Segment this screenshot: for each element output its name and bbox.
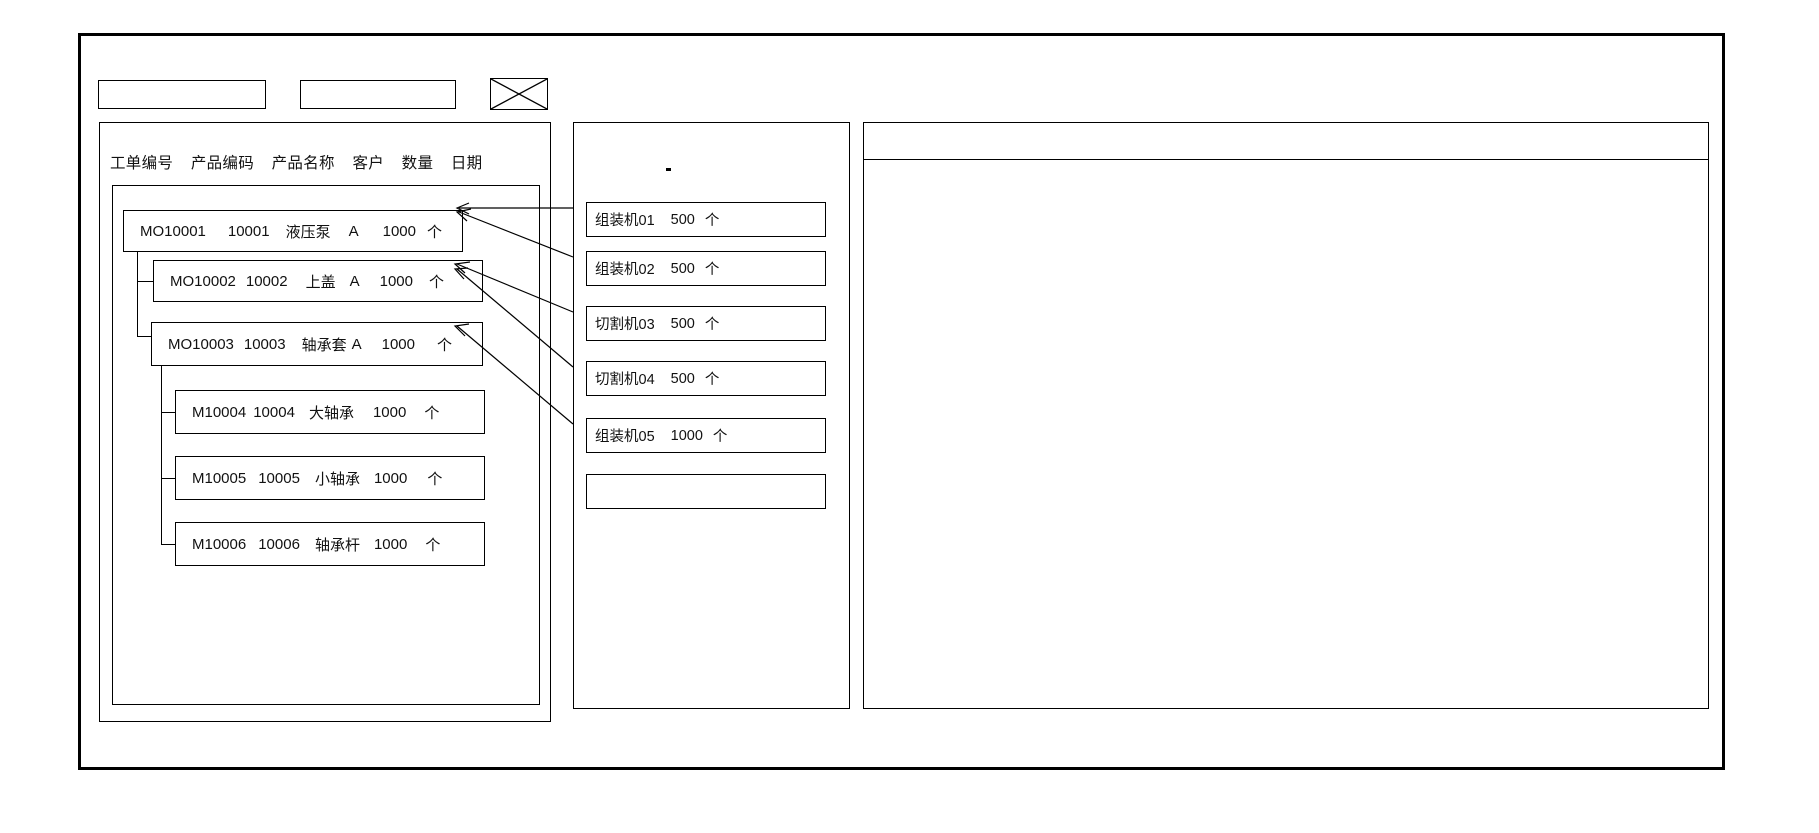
machine-unit: 个 [704, 317, 720, 333]
machine-name: 组装机05 [595, 429, 655, 445]
machine-row[interactable]: 组装机05 1000 个 [586, 418, 826, 453]
work-order-row[interactable]: MO10001 10001 液压泵 A 1000 个 [123, 210, 463, 252]
cell-customer: A [348, 222, 359, 240]
cell-order-no: MO10001 [140, 222, 206, 240]
cell-product-code: 10004 [253, 403, 295, 421]
machine-qty: 500 [670, 315, 695, 332]
work-order-tree: MO10001 10001 液压泵 A 1000 个 MO10002 10002… [112, 185, 540, 705]
cell-product-name: 大轴承 [308, 404, 354, 422]
machine-qty: 500 [670, 211, 695, 228]
cell-qty: 1000 [373, 535, 408, 553]
cell-order-no: M10005 [192, 469, 247, 487]
cell-unit: 个 [429, 273, 445, 291]
column-header-qty: 数量 [401, 155, 434, 172]
schedule-detail-panel [863, 122, 1709, 709]
machine-name: 切割机03 [595, 317, 655, 333]
machine-unit: 个 [704, 372, 720, 388]
tree-connector-line [161, 366, 163, 545]
toolbar-field-1[interactable] [98, 79, 266, 109]
cell-qty: 1000 [381, 335, 415, 353]
machine-row[interactable]: 切割机04 500 个 [586, 361, 826, 396]
tree-connector-line [161, 544, 176, 546]
cell-qty: 1000 [379, 272, 413, 290]
column-header-product-name: 产品名称 [271, 155, 335, 172]
cell-unit: 个 [427, 470, 443, 488]
cell-order-no: M10004 [192, 403, 247, 421]
tree-connector-line [161, 478, 176, 480]
cell-product-name: 小轴承 [314, 470, 360, 488]
column-header-order-no: 工单编号 [110, 155, 174, 172]
machine-unit: 个 [712, 429, 728, 445]
cell-qty: 1000 [382, 222, 416, 240]
panel-marker-dot [666, 168, 671, 171]
machine-qty: 500 [670, 370, 695, 387]
machine-unit: 个 [704, 213, 720, 229]
work-order-row[interactable]: M10004 10004 大轴承 1000 个 [175, 390, 485, 434]
cell-product-name: 轴承杆 [314, 536, 360, 554]
cell-unit: 个 [437, 336, 453, 354]
cell-product-name: 上盖 [305, 273, 336, 291]
work-order-panel: 工单编号 产品编码 产品名称 客户 数量 日期 MO10001 10001 液压… [99, 122, 551, 722]
machine-row-empty[interactable] [586, 474, 826, 509]
work-order-column-headers: 工单编号 产品编码 产品名称 客户 数量 日期 [110, 151, 482, 173]
cell-product-code: 10003 [243, 335, 286, 353]
cell-customer: A [351, 335, 362, 353]
cell-order-no: M10006 [192, 535, 247, 553]
cell-order-no: MO10003 [168, 335, 234, 353]
machine-row[interactable]: 切割机03 500 个 [586, 306, 826, 341]
cell-product-code: 10006 [258, 535, 300, 553]
machine-unit: 个 [704, 262, 720, 278]
work-order-row[interactable]: MO10002 10002 上盖 A 1000 个 [153, 260, 483, 302]
machine-qty: 500 [670, 260, 695, 277]
work-order-row[interactable]: MO10003 10003 轴承套 A 1000 个 [151, 322, 483, 366]
tree-connector-line [137, 336, 152, 338]
cell-product-code: 10002 [245, 272, 288, 290]
work-order-row[interactable]: M10006 10006 轴承杆 1000 个 [175, 522, 485, 566]
cell-customer: A [349, 272, 360, 290]
toolbar-field-2[interactable] [300, 79, 456, 109]
schedule-detail-header [864, 123, 1708, 160]
toolbar [98, 78, 548, 110]
cell-unit: 个 [425, 536, 441, 554]
cell-product-code: 10001 [227, 222, 270, 240]
column-header-customer: 客户 [352, 155, 385, 172]
tree-connector-line [137, 281, 154, 283]
column-header-date: 日期 [450, 155, 483, 172]
cell-order-no: MO10002 [170, 272, 236, 290]
tree-connector-line [161, 412, 176, 414]
machine-name: 切割机04 [595, 372, 655, 388]
cell-product-name: 轴承套 [301, 336, 347, 354]
cell-product-code: 10005 [258, 469, 300, 487]
schedule-detail-body [864, 160, 1708, 708]
column-header-product-code: 产品编码 [190, 155, 255, 172]
cell-qty: 1000 [372, 403, 407, 421]
machine-qty: 1000 [670, 427, 703, 444]
cell-product-name: 液压泵 [285, 223, 331, 241]
cell-qty: 1000 [373, 469, 408, 487]
machine-name: 组装机02 [595, 262, 655, 278]
machine-allocation-panel: 组装机01 500 个 组装机02 500 个 切割机03 500 个 切割机0… [573, 122, 850, 709]
application-window-frame: 工单编号 产品编码 产品名称 客户 数量 日期 MO10001 10001 液压… [78, 33, 1725, 770]
machine-name: 组装机01 [595, 213, 655, 229]
machine-row[interactable]: 组装机01 500 个 [586, 202, 826, 237]
image-placeholder-icon[interactable] [490, 78, 548, 110]
work-order-row[interactable]: M10005 10005 小轴承 1000 个 [175, 456, 485, 500]
tree-connector-line [137, 252, 139, 337]
machine-row[interactable]: 组装机02 500 个 [586, 251, 826, 286]
cell-unit: 个 [427, 223, 443, 241]
cell-unit: 个 [424, 404, 440, 422]
